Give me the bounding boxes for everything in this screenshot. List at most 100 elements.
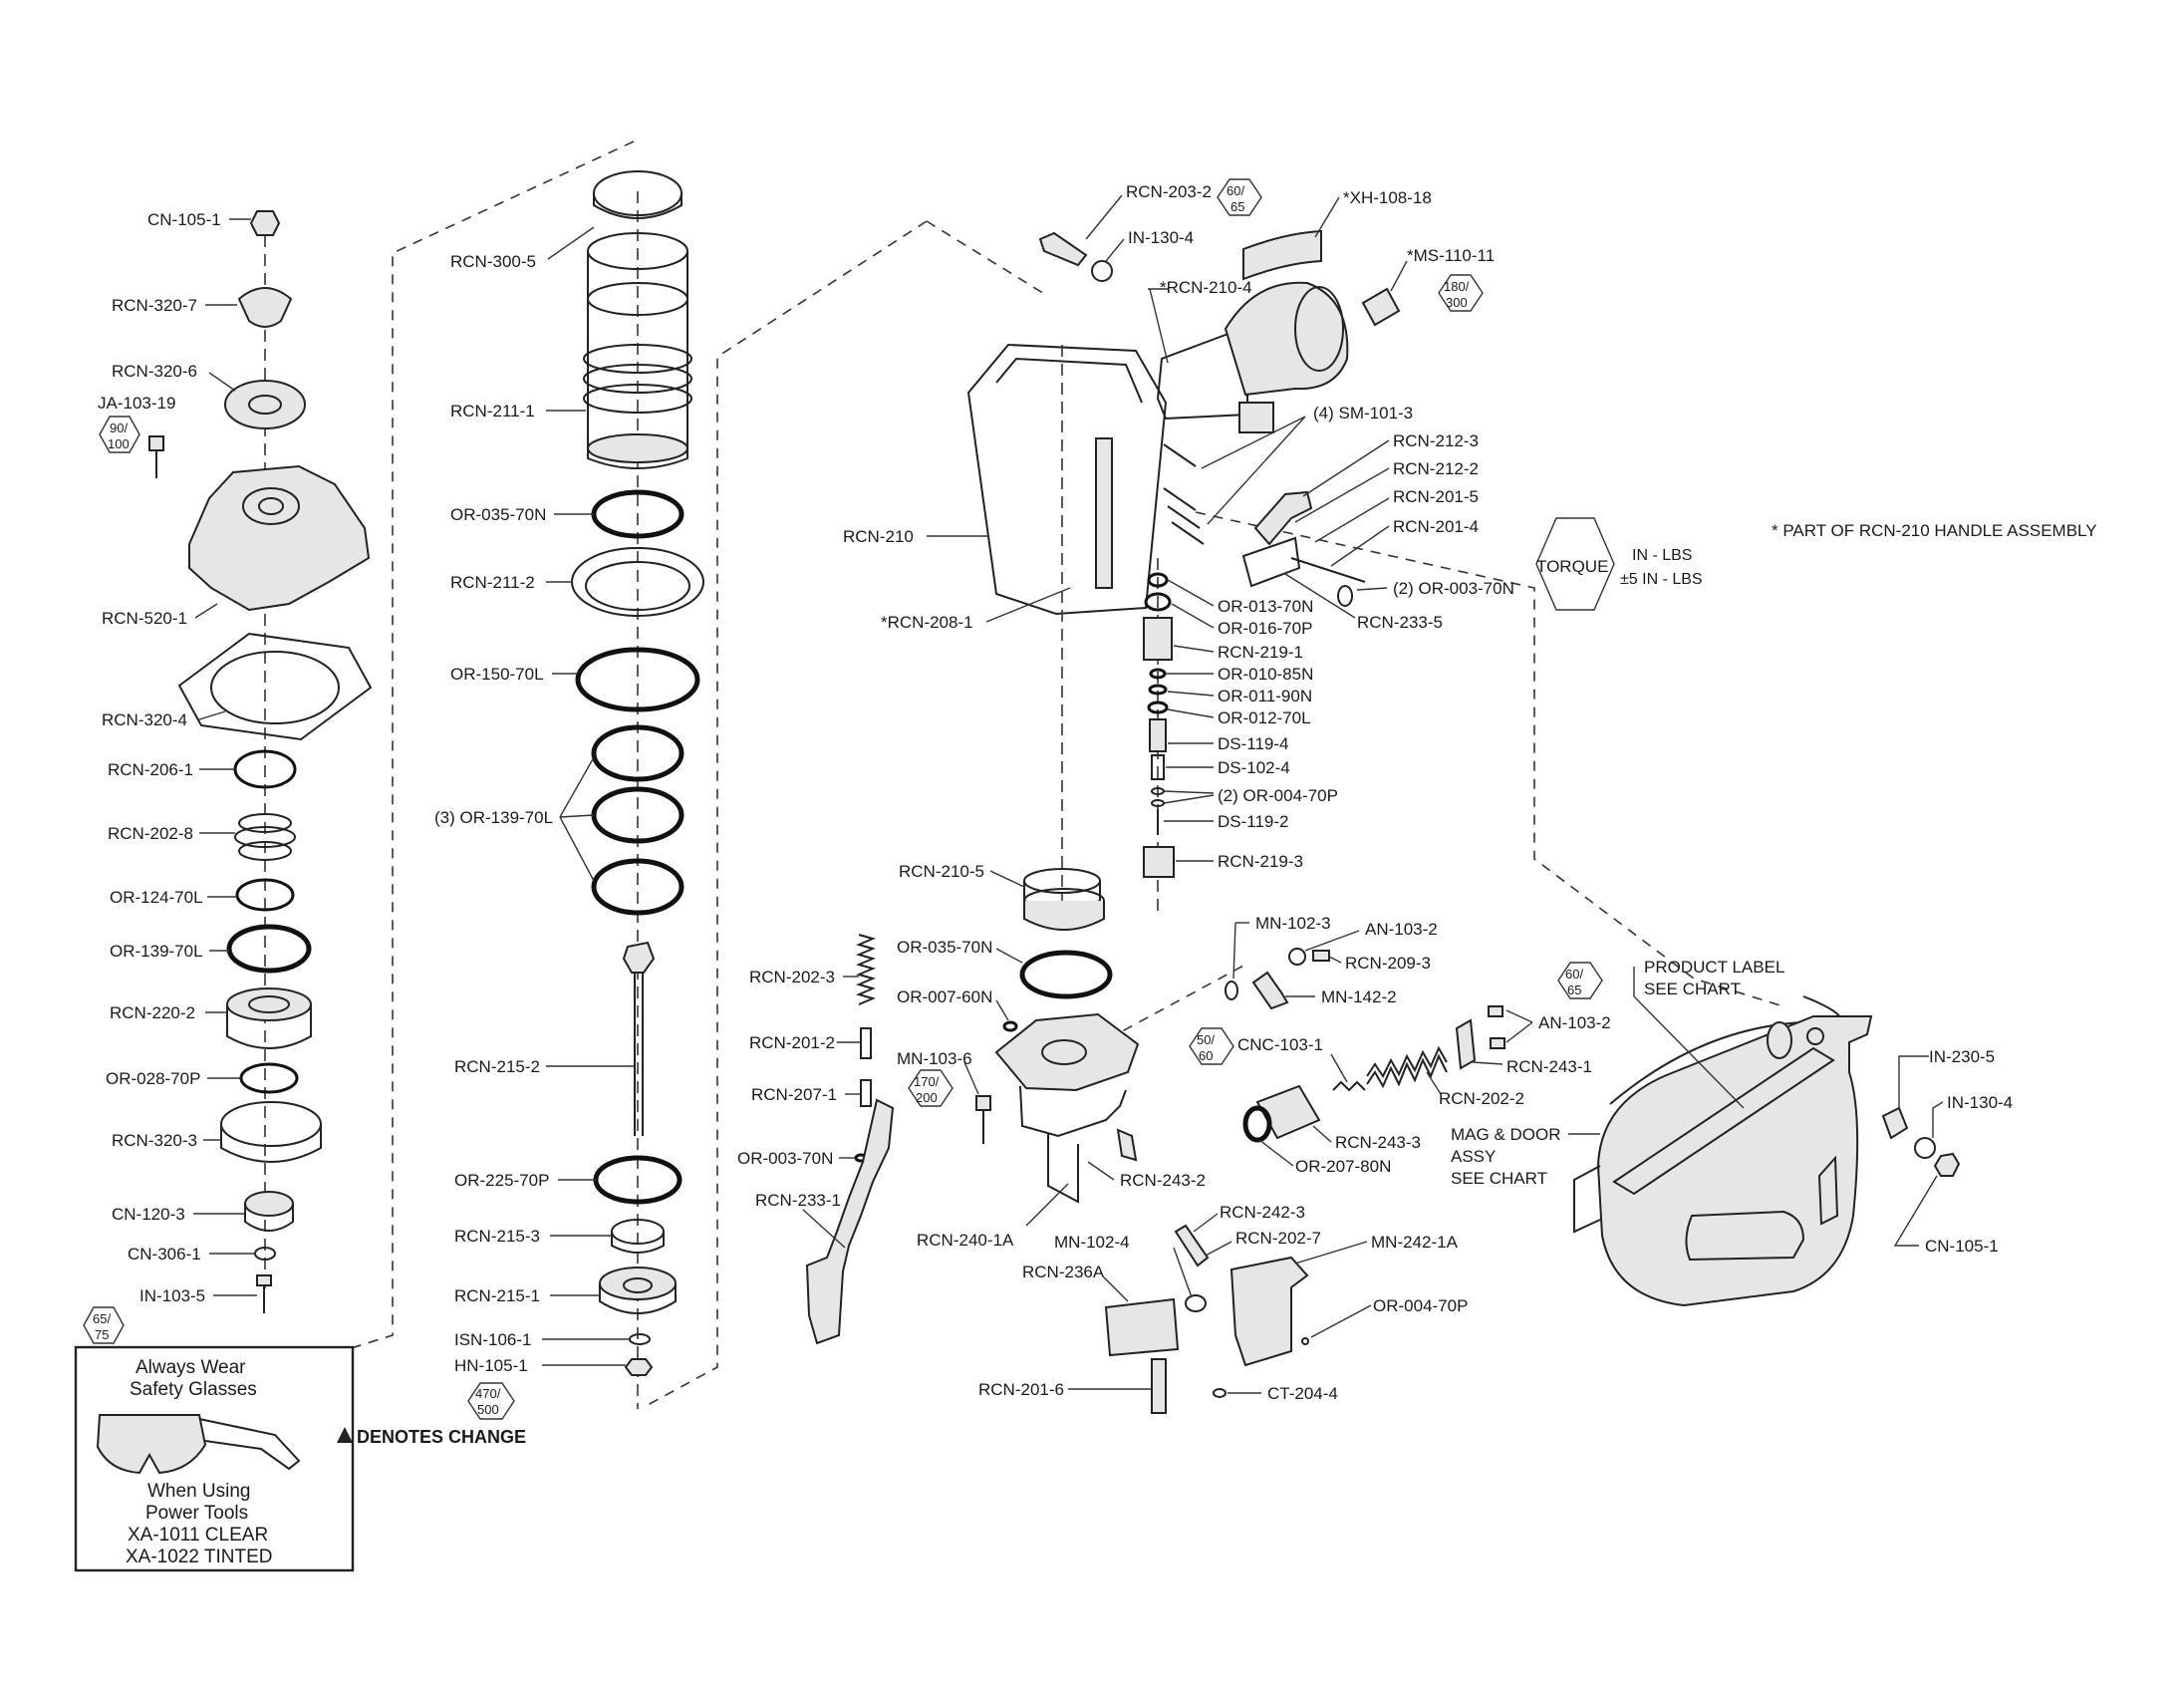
- label-mn-102-3: MN-102-3: [1255, 914, 1331, 933]
- label-or-035-70n-mid: OR-035-70N: [897, 938, 992, 957]
- label-rcn-320-6: RCN-320-6: [112, 362, 197, 381]
- o-ring-028-part: OR-028-70P: [106, 1062, 299, 1094]
- label-mn-102-4: MN-102-4: [1054, 1233, 1130, 1252]
- label-or-225-70p: OR-225-70P: [454, 1171, 549, 1190]
- magazine-assembly-part: 60/ 65 PRODUCT LABEL SEE CHART MAG & DOO…: [1451, 958, 1873, 1307]
- label-or-150-70l: OR-150-70L: [450, 665, 544, 684]
- gasket-part: RCN-320-4: [102, 632, 373, 741]
- safety-line-1: Always Wear: [136, 1357, 246, 1378]
- torque-legend: TORQUE IN - LBS ±5 IN - LBS: [1535, 517, 1703, 611]
- cone-cap-part: RCN-320-7: [112, 287, 293, 328]
- label-in-130-4-right: IN-130-4: [1947, 1093, 2013, 1112]
- air-fitting-part: *MS-110-11 180/ 300: [1361, 246, 1495, 327]
- label-or-124-70l: OR-124-70L: [110, 888, 203, 907]
- label-rcn-243-1: RCN-243-1: [1506, 1057, 1592, 1076]
- torque-ms-110-11-b: 300: [1446, 295, 1468, 310]
- label-rcn-202-3: RCN-202-3: [749, 968, 835, 986]
- label-rcn-219-1: RCN-219-1: [1218, 643, 1303, 662]
- trigger-valve-pin-part: RCN-207-1: [751, 1079, 872, 1107]
- label-rcn-201-2: RCN-201-2: [749, 1033, 835, 1052]
- handle-grip-part: *XH-108-18 *RCN-210-4: [1148, 188, 1432, 364]
- label-rcn-300-5: RCN-300-5: [450, 252, 536, 271]
- bumper-seat-part: RCN-320-3: [112, 1101, 322, 1163]
- label-sm-101-3: (4) SM-101-3: [1313, 404, 1413, 422]
- torque-in-103-5-a: 65/: [93, 1311, 111, 1326]
- label-rcn-320-4: RCN-320-4: [102, 710, 187, 729]
- label-rcn-203-2: RCN-203-2: [1126, 182, 1212, 201]
- label-rcn-212-3: RCN-212-3: [1393, 431, 1479, 450]
- piston-ring-part: RCN-215-3: [454, 1219, 665, 1254]
- label-rcn-219-3: RCN-219-3: [1218, 852, 1303, 871]
- o-ring-139-left-part: OR-139-70L: [110, 924, 312, 974]
- o-ring-225-part: OR-225-70P: [454, 1155, 682, 1205]
- label-rcn-202-2: RCN-202-2: [1439, 1089, 1524, 1108]
- label-mag-door-2: ASSY: [1451, 1147, 1496, 1166]
- label-rcn-211-2: RCN-211-2: [450, 573, 535, 592]
- label-in-230-5: IN-230-5: [1929, 1047, 1995, 1066]
- handle-part: [1156, 281, 1349, 433]
- label-rcn-520-1: RCN-520-1: [102, 609, 187, 628]
- label-or-139-70l-triple: (3) OR-139-70L: [434, 808, 553, 827]
- torque-legend-title: TORQUE: [1536, 557, 1608, 576]
- valve-stack-part: [1143, 558, 1175, 917]
- torque-product-label-a: 60/: [1565, 967, 1583, 982]
- torque-hn-105-1-a: 470/: [475, 1386, 501, 1401]
- top-ring-part: RCN-300-5: [450, 170, 682, 271]
- torque-legend-line1: IN - LBS: [1632, 547, 1692, 564]
- label-rcn-236a: RCN-236A: [1022, 1263, 1105, 1281]
- label-or-007-60n: OR-007-60N: [897, 987, 992, 1006]
- depth-adjust-barrel-part: RCN-243-3 OR-207-80N: [1242, 1084, 1421, 1176]
- label-rcn-233-1: RCN-233-1: [755, 1191, 841, 1210]
- label-xh-108-18: *XH-108-18: [1343, 188, 1432, 207]
- label-mn-242-1a: MN-242-1A: [1371, 1233, 1459, 1252]
- label-ja-103-19: JA-103-19: [98, 394, 175, 413]
- bumper-ring-part: RCN-206-1: [108, 749, 297, 789]
- torque-product-label-b: 65: [1567, 983, 1581, 997]
- label-hn-105-1: HN-105-1: [454, 1356, 528, 1375]
- label-or-003-70n-x2: (2) OR-003-70N: [1393, 579, 1514, 598]
- o-ring-139-triple-part: (3) OR-139-70L: [434, 724, 684, 916]
- torque-mn-103-6-a: 170/: [914, 1074, 940, 1089]
- torque-legend-line2: ±5 IN - LBS: [1620, 571, 1703, 588]
- label-rcn-320-7: RCN-320-7: [112, 296, 197, 315]
- nose-piece-part: RCN-240-1A RCN-243-2: [917, 1012, 1206, 1250]
- label-rcn-202-7: RCN-202-7: [1235, 1229, 1321, 1248]
- o-ring-007-part: OR-007-60N: [897, 987, 1018, 1032]
- driver-blade-part: RCN-215-2: [454, 941, 656, 1136]
- torque-ms-110-11-a: 180/: [1444, 279, 1470, 294]
- label-rcn-215-1: RCN-215-1: [454, 1286, 540, 1305]
- label-rcn-202-8: RCN-202-8: [108, 824, 193, 843]
- housing-body-part: RCN-210 *RCN-208-1: [843, 343, 1168, 907]
- label-or-028-70p: OR-028-70P: [106, 1069, 200, 1088]
- label-cnc-103-1: CNC-103-1: [1237, 1035, 1323, 1054]
- label-mn-142-2: MN-142-2: [1321, 987, 1397, 1006]
- contact-arm-part: RCN-233-1: [755, 1098, 895, 1345]
- trigger-lever-part: RCN-212-3 RCN-212-2 RCN-201-5 RCN-201-4 …: [1241, 431, 1514, 632]
- label-cn-306-1: CN-306-1: [128, 1245, 201, 1264]
- label-or-016-70p: OR-016-70P: [1218, 619, 1312, 638]
- label-mag-door-1: MAG & DOOR: [1451, 1125, 1561, 1144]
- o-ring-003-part: OR-003-70N: [737, 1149, 868, 1168]
- spring-part: RCN-202-8: [108, 813, 296, 861]
- label-rcn-210-5: RCN-210-5: [899, 862, 984, 881]
- isolator-washer-part: ISN-106-1: [454, 1330, 651, 1349]
- assembly-dashed-lines: [328, 141, 1784, 1406]
- label-cn-105-1-left: CN-105-1: [147, 210, 221, 229]
- safety-glasses-box: Always Wear Safety Glasses When Using Po…: [74, 1345, 355, 1572]
- hex-nut-part: HN-105-1 470/ 500: [454, 1356, 654, 1420]
- label-rcn-240-1a: RCN-240-1A: [917, 1231, 1014, 1250]
- label-ms-110-11: *MS-110-11: [1407, 246, 1495, 265]
- adjuster-bracket-part: MN-102-3 AN-103-2 RCN-209-3 MN-142-2: [1225, 914, 1438, 1010]
- label-or-035-70n-left: OR-035-70N: [450, 505, 546, 524]
- torque-rcn-203-2-a: 60/: [1227, 183, 1244, 198]
- safety-line-3: When Using: [147, 1481, 251, 1502]
- cylinder-cap-part: RCN-520-1: [102, 464, 371, 628]
- o-ring-124-part: OR-124-70L: [110, 878, 295, 912]
- nose-bolt-part: MN-103-6 170/ 200: [897, 1049, 991, 1144]
- lower-trigger-group-part: RCN-242-3 RCN-202-7 MN-102-4 RCN-236A MN…: [978, 1203, 1468, 1414]
- label-ds-119-2: DS-119-2: [1218, 812, 1289, 831]
- gear-nut-part: CN-120-3: [112, 1191, 294, 1232]
- o-ring-035-mid-part: OR-035-70N: [897, 938, 1113, 999]
- label-isn-106-1: ISN-106-1: [454, 1330, 531, 1349]
- label-rcn-320-3: RCN-320-3: [112, 1131, 197, 1150]
